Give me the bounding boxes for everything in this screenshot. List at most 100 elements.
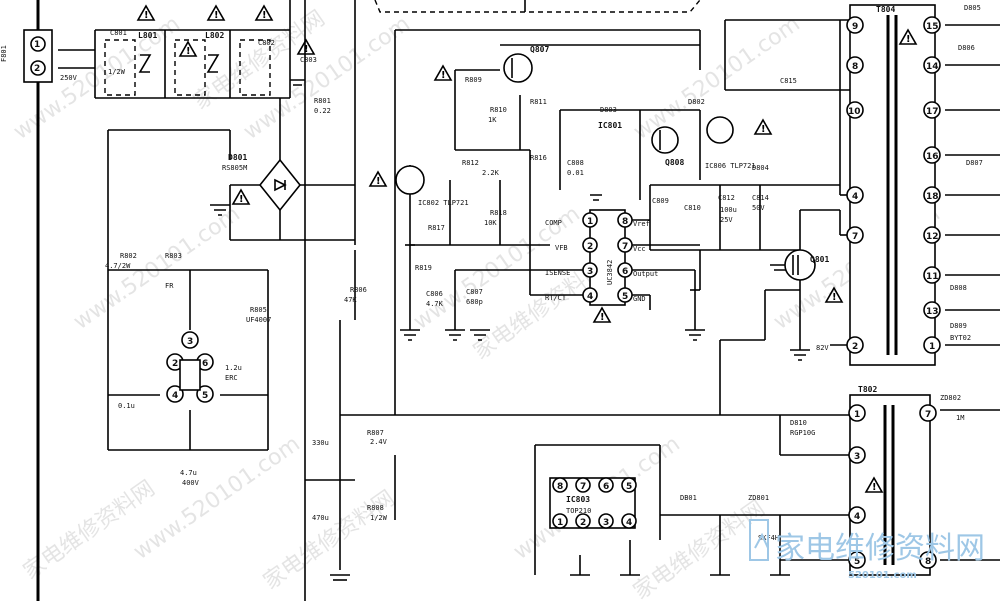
warning-icon: ! <box>898 28 918 45</box>
part-label: C802 <box>258 39 275 47</box>
part-value: 4.7K <box>426 300 444 308</box>
part-label: R803 <box>165 252 182 260</box>
part-value: 330u <box>312 439 329 447</box>
part-label: R812 <box>462 159 479 167</box>
svg-text:7: 7 <box>580 482 586 492</box>
startup-circuit: 3 2 6 4 5 <box>166 331 214 403</box>
svg-text:3: 3 <box>187 337 193 347</box>
part-value: 400V <box>182 479 200 487</box>
part-label: D803 <box>600 106 617 114</box>
ic-pin-comp: COMP <box>545 219 562 227</box>
transistor-label-3: Q801 <box>810 255 829 264</box>
part-label: R808 <box>367 504 384 512</box>
svg-text:!: ! <box>441 70 446 81</box>
part-label: C810 <box>684 204 701 212</box>
part-value: 1M <box>956 414 964 422</box>
svg-text:!: ! <box>600 312 605 323</box>
t-top-pin: 9 <box>852 22 858 32</box>
svg-text:4: 4 <box>587 292 593 302</box>
part-label: R817 <box>428 224 445 232</box>
part-label: C807 <box>466 288 483 296</box>
svg-text:3: 3 <box>587 267 593 277</box>
warning-icon: ! <box>206 4 226 21</box>
svg-text:6: 6 <box>202 359 208 369</box>
part-label: R805 <box>250 306 267 314</box>
svg-text:8: 8 <box>622 217 628 227</box>
warning-icon: ! <box>753 118 773 135</box>
warning-triangles: ! ! ! ! ! ! ! ! ! ! ! ! ! <box>136 4 918 493</box>
ic-pin-gnd: GND <box>633 295 646 303</box>
ic-bottom-label: IC803 <box>566 495 590 504</box>
ic-pin-rtct: RT/CT <box>545 294 567 302</box>
component-labels: C801 C802 C803 R801 R802 R803 R805 R806 … <box>110 4 983 512</box>
warning-icon: ! <box>864 476 884 493</box>
logo-url: 520101.com <box>848 570 917 581</box>
t-top-pin: 4 <box>852 192 858 202</box>
svg-text:!: ! <box>304 44 309 55</box>
svg-text:6: 6 <box>603 482 609 492</box>
fuse-block: 1 2 F801 250V <box>0 29 78 83</box>
part-label: ZD802 <box>940 394 961 402</box>
svg-text:2: 2 <box>587 242 593 252</box>
part-label: R811 <box>530 98 547 106</box>
ic-pin-isense: ISENSE <box>545 269 570 277</box>
part-value: BYT02 <box>950 334 971 342</box>
coil-label-2: L802 <box>205 31 224 40</box>
svg-text:5: 5 <box>622 292 628 302</box>
warning-icon: ! <box>254 4 274 21</box>
watermark-cn: 家电维修资料网 <box>629 496 770 601</box>
part-label: ZD801 <box>748 494 769 502</box>
part-value: FR <box>165 282 174 290</box>
t-top-pin: 2 <box>852 342 858 352</box>
ic-bottom: 8 7 6 5 1 2 3 4 IC803 TOP210 <box>549 477 637 529</box>
part-value: 50V <box>752 204 765 212</box>
ic-pin-vfb: VFB <box>555 244 568 252</box>
warning-icon: ! <box>368 170 388 187</box>
part-value: 1/2W <box>370 514 388 522</box>
svg-text:2: 2 <box>580 518 586 528</box>
svg-text:3: 3 <box>603 518 609 528</box>
part-value: 4.7u <box>180 469 197 477</box>
svg-text:!: ! <box>376 176 381 187</box>
part-value: 82V <box>816 344 829 352</box>
transistor-label-2: Q808 <box>665 158 684 167</box>
svg-text:!: ! <box>144 10 149 21</box>
part-label: C809 <box>652 197 669 205</box>
part-label: R802 <box>120 252 137 260</box>
warning-icon: ! <box>824 286 844 303</box>
part-label: R809 <box>465 76 482 84</box>
svg-text:7: 7 <box>622 242 628 252</box>
svg-text:1: 1 <box>587 217 593 227</box>
part-label: R818 <box>490 209 507 217</box>
part-label: D809 <box>950 322 967 330</box>
part-label: R807 <box>367 429 384 437</box>
part-label: D810 <box>790 419 807 427</box>
watermark-cn: 家电维修资料网 <box>19 476 160 585</box>
warning-icon: ! <box>296 38 316 55</box>
line-filter: L801 L802 1/2W <box>104 31 271 96</box>
t-top-pin: 14 <box>926 62 939 72</box>
svg-text:5: 5 <box>202 391 208 401</box>
part-label: C806 <box>426 290 443 298</box>
ic-main-label: IC801 <box>598 121 622 130</box>
part-value: 0.22 <box>314 107 331 115</box>
svg-text:!: ! <box>262 10 267 21</box>
t-top-pin: 7 <box>852 232 858 242</box>
part-label: D805 <box>964 4 981 12</box>
svg-text:!: ! <box>906 34 911 45</box>
svg-text:8: 8 <box>557 482 563 492</box>
part-label: R806 <box>350 286 367 294</box>
t-top-pin: 18 <box>926 192 939 202</box>
t-bottom-pin: 3 <box>854 452 860 462</box>
part-label: R801 <box>314 97 331 105</box>
opto-label-2: IC806 TLP721 <box>705 162 756 170</box>
main-wiring <box>36 0 1000 601</box>
t-top-pin: 12 <box>926 232 939 242</box>
t-bottom-pin: 7 <box>925 410 931 420</box>
fuse-rating: 250V <box>60 74 78 82</box>
part-label: D806 <box>958 44 975 52</box>
part-value: 10K <box>484 219 497 227</box>
part-label: D804 <box>752 164 769 172</box>
ic-pin-output: Output <box>633 270 658 278</box>
